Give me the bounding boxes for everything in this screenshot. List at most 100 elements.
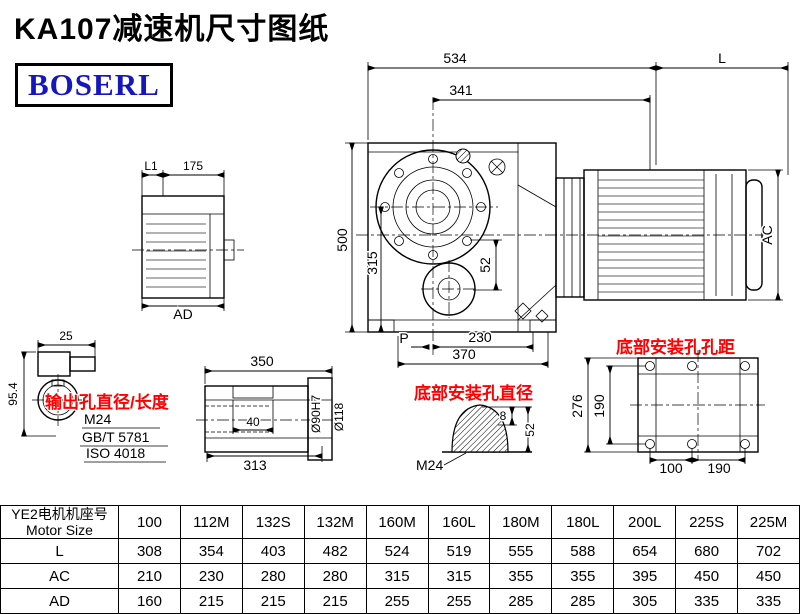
- hatched-plug: [455, 148, 471, 164]
- motor-size-column-cell: 225M: [737, 505, 800, 539]
- dimension-value-cell: 335: [737, 588, 800, 614]
- dimension-value-cell: 285: [489, 588, 553, 614]
- dimension-value-cell: 524: [365, 538, 429, 564]
- dim-341-label: 341: [449, 82, 473, 98]
- dimension-value-cell: 280: [241, 563, 305, 589]
- side-view: L1 175 AD: [132, 158, 244, 324]
- mount-hole-dome: [451, 404, 509, 453]
- dim-100-label: 100: [659, 460, 683, 476]
- dimension-value-cell: 654: [613, 538, 677, 564]
- label-P: P: [399, 330, 408, 346]
- motor-end-cap: [745, 179, 763, 291]
- dim-8-label: 8: [500, 409, 507, 423]
- motor-cooling-fins: [598, 179, 704, 293]
- dimension-row-label: AC: [0, 563, 119, 589]
- dimension-value-cell: 519: [427, 538, 491, 564]
- motor-size-column-cell: 200L: [613, 505, 677, 539]
- cross-marker-circle: [488, 158, 506, 176]
- brand-logo-text: BOSERL: [28, 67, 160, 102]
- dimension-value-cell: 395: [613, 563, 677, 589]
- dimension-value-cell: 255: [427, 588, 491, 614]
- dimension-value-cell: 702: [737, 538, 800, 564]
- dimension-value-cell: 680: [675, 538, 739, 564]
- motor-size-column-cell: 132M: [303, 505, 367, 539]
- dim-175-label: 175: [183, 159, 203, 173]
- dimension-value-cell: 450: [737, 563, 800, 589]
- dim-25-label: 25: [59, 329, 73, 343]
- dimension-value-cell: 308: [118, 538, 181, 564]
- dimension-value-cell: 588: [551, 538, 615, 564]
- motor-size-column-cell: 160L: [427, 505, 491, 539]
- dimension-value-cell: 215: [303, 588, 367, 614]
- dimension-value-cell: 315: [365, 563, 429, 589]
- dim-40-label: 40: [246, 415, 260, 429]
- dimension-value-cell: 482: [303, 538, 367, 564]
- label-m24-dome: M24: [416, 457, 443, 473]
- dimension-value-cell: 230: [179, 563, 243, 589]
- dimension-value-cell: 555: [489, 538, 553, 564]
- dimension-value-cell: 335: [675, 588, 739, 614]
- dim-L-label: L: [718, 50, 726, 66]
- dim-AD-label: AD: [173, 306, 192, 322]
- motor-size-column-cell: 225S: [675, 505, 739, 539]
- dim-370-label: 370: [452, 346, 476, 362]
- shaft-detail-view: 25 95.4 输出孔直径/长度 M24 GB/T 5781 ISO 4018: [5, 328, 171, 463]
- dimension-value-cell: 315: [427, 563, 491, 589]
- note-gbt-5781: GB/T 5781: [82, 429, 150, 445]
- dimension-value-cell: 210: [118, 563, 181, 589]
- front-view-motor: [555, 169, 763, 301]
- dimension-value-cell: 355: [551, 563, 615, 589]
- mount-hole-detail-view: 底部安装孔直径 8 52 M24: [413, 382, 539, 475]
- dimension-value-cell: 285: [551, 588, 615, 614]
- front-view-dimensions: 534 L 341 500 315 52 AC 230 370 P: [333, 49, 789, 368]
- shaft-section-flange: [307, 377, 333, 461]
- dimension-value-cell: 354: [179, 538, 243, 564]
- shaft-section-view: 350 40 313 Ø90H7 Ø118: [196, 352, 348, 475]
- dim-52-dome-label: 52: [523, 423, 537, 437]
- dimension-value-cell: 403: [241, 538, 305, 564]
- dim-190v-label: 190: [591, 394, 607, 418]
- dim-350-label: 350: [250, 353, 274, 369]
- dim-L1-label: L1: [144, 159, 158, 173]
- front-view-gearbox: [356, 98, 772, 355]
- dim-190h-label: 190: [707, 460, 731, 476]
- dimension-value-cell: 305: [613, 588, 677, 614]
- dim-230-label: 230: [468, 329, 492, 345]
- motor-size-column-cell: 100: [118, 505, 181, 539]
- bottom-hole-spacing-red-label: 底部安装孔孔距: [616, 337, 735, 357]
- brand-logo-box: BOSERL: [15, 63, 173, 107]
- note-iso-4018: ISO 4018: [86, 445, 145, 461]
- dimension-value-cell: 215: [241, 588, 305, 614]
- page-title: KA107减速机尺寸图纸: [14, 13, 330, 46]
- motor-size-column-cell: 180L: [551, 505, 615, 539]
- dim-AC-label: AC: [759, 225, 775, 244]
- dimension-value-cell: 160: [118, 588, 181, 614]
- side-view-body: [141, 195, 225, 299]
- dim-d118-label: Ø118: [332, 402, 346, 431]
- output-hole-red-label: 输出孔直径/长度: [45, 392, 170, 412]
- dimension-value-cell: 280: [303, 563, 367, 589]
- dimension-row-label: AD: [0, 588, 119, 614]
- bottom-mount-view: 底部安装孔孔距 276 190 100 190: [568, 336, 765, 478]
- motor-size-column-cell: 132S: [241, 505, 305, 539]
- note-m24: M24: [84, 411, 111, 427]
- motor-size-column-cell: 180M: [489, 505, 553, 539]
- technical-drawing: 534 L 341 500 315 52 AC 230 370 P: [5, 49, 789, 478]
- dim-d90h7-label: Ø90H7: [309, 395, 323, 433]
- dim-313-label: 313: [243, 457, 267, 473]
- dimension-value-cell: 450: [675, 563, 739, 589]
- dimension-row-label: L: [0, 538, 119, 564]
- dimension-value-cell: 255: [365, 588, 429, 614]
- dim-500-label: 500: [334, 228, 350, 252]
- motor-size-column-cell: 160M: [365, 505, 429, 539]
- bottom-hole-dia-red-label: 底部安装孔直径: [414, 383, 533, 403]
- motor-size-column-cell: 112M: [179, 505, 243, 539]
- dimension-value-cell: 355: [489, 563, 553, 589]
- dim-52-label: 52: [477, 257, 493, 273]
